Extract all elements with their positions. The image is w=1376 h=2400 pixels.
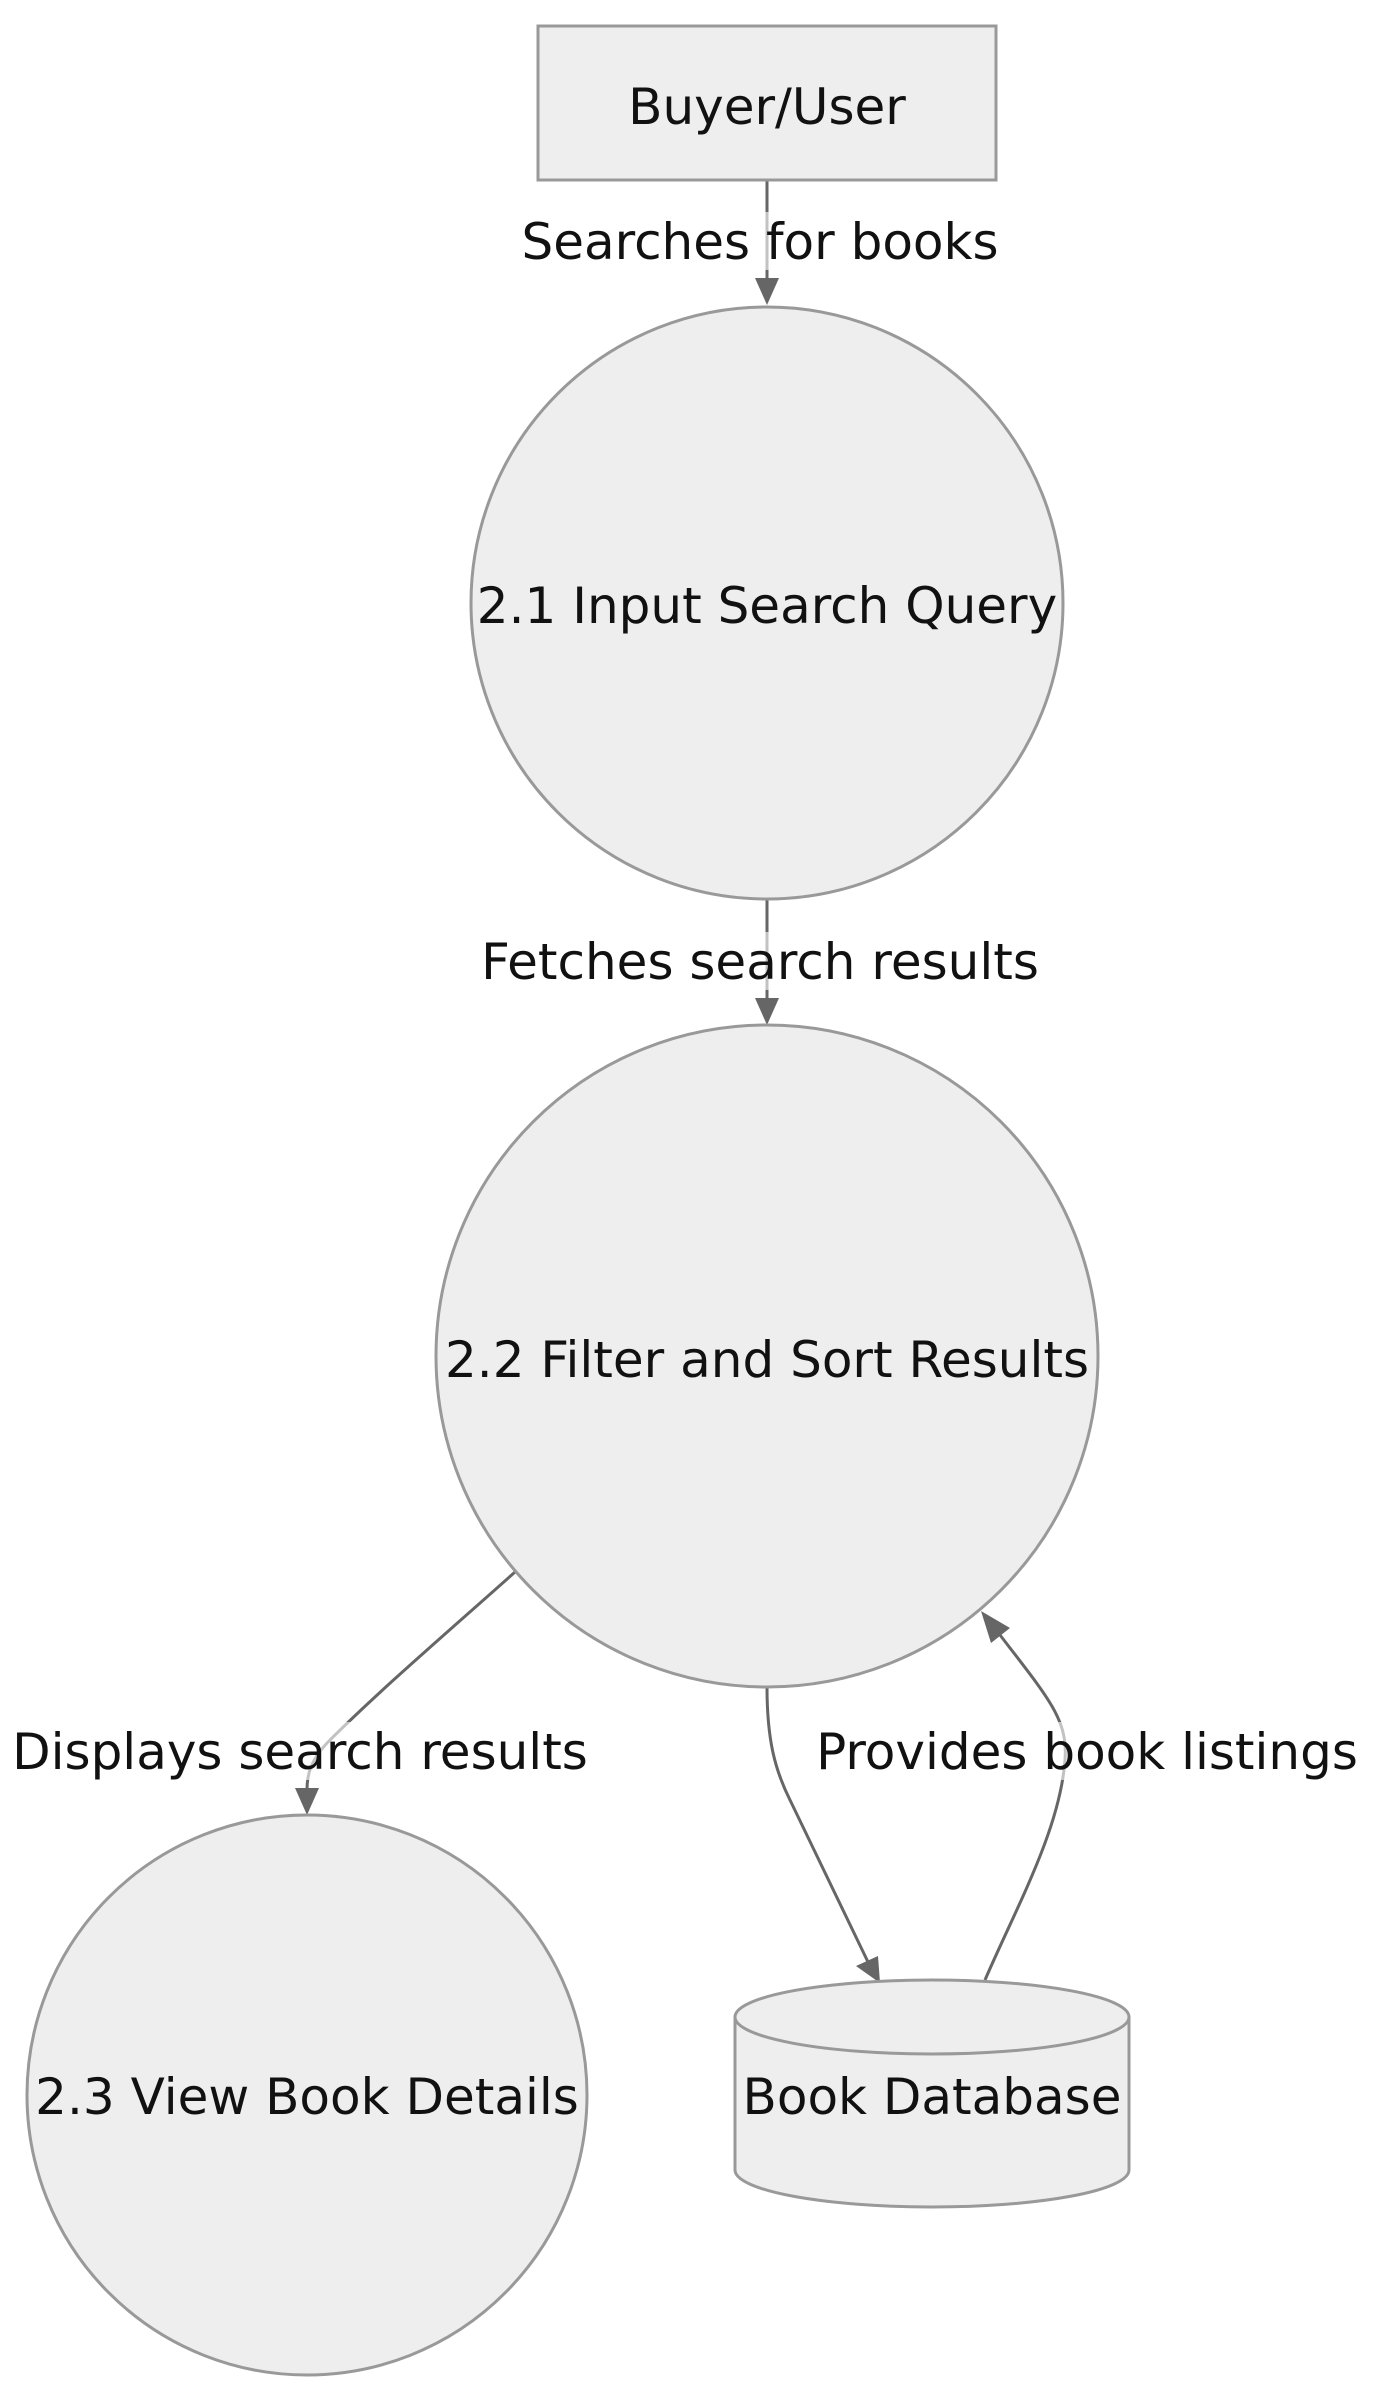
node-view-book-details [25,1813,589,2377]
node-book-database [733,1978,1131,2209]
node-filter-and-sort-results-label: 2.2 Filter and Sort Results [445,1331,1089,1389]
node-input-search-query-label: 2.1 Input Search Query [477,577,1057,635]
edge-label-provides-book-listings: Provides book listings [816,1723,1358,1781]
book-database-cylinder-top [733,1978,1131,2056]
arrowhead-queries-book-database [856,1956,880,1983]
arrowhead-searches-for-books [755,278,779,305]
edge-label-bg-displays [32,1722,569,1780]
edge-label-searches-for-books: Searches for books [521,213,998,271]
arrowhead-fetches-search-results [755,998,779,1025]
node-input-search-query [469,305,1065,901]
edge-label-displays-search-results: Displays search results [12,1723,588,1781]
node-book-database-label: Book Database [743,2068,1122,2126]
edge-label-bg-searches [538,212,983,270]
edge-provides-book-listings [983,1634,1067,1981]
node-view-book-details-label: 2.3 View Book Details [35,2068,579,2126]
edge-label-bg-fetches [497,932,1024,990]
node-buyer-user-label: Buyer/User [628,78,906,136]
arrowhead-displays-search-results [295,1788,319,1815]
node-buyer-user [536,24,998,182]
edge-queries-book-database [765,1686,870,1963]
edge-label-fetches-search-results: Fetches search results [481,933,1039,991]
node-filter-and-sort-results [434,1023,1100,1689]
book-database-cylinder-body [733,2017,1131,2209]
edge-label-bg-provides [832,1722,1342,1780]
arrowhead-provides-book-listings [981,1611,1010,1643]
